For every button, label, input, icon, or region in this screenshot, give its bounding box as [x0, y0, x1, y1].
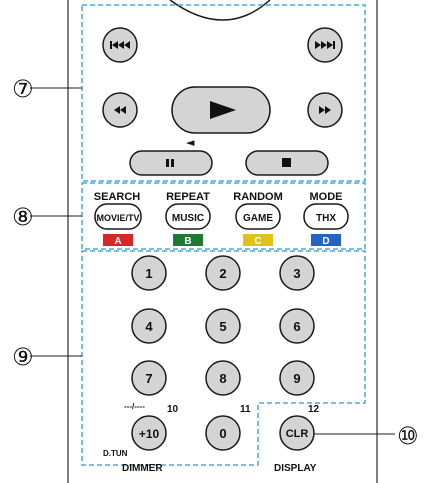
- prev-button[interactable]: [102, 27, 138, 63]
- key-10-number-label: 10: [167, 404, 179, 415]
- group-box-7: [81, 4, 366, 182]
- color-label-b: B: [184, 236, 191, 247]
- key-8-label: 8: [219, 371, 226, 386]
- key-12-number-label: 12: [308, 404, 320, 415]
- color-button-a[interactable]: A: [103, 234, 133, 247]
- color-label-d: D: [322, 236, 329, 247]
- stop-icon: [282, 158, 291, 167]
- game-button[interactable]: GAME: [235, 203, 281, 230]
- callout-7: ⑦: [12, 75, 34, 103]
- color-swatch-d: [311, 234, 341, 246]
- music-button[interactable]: MUSIC: [165, 203, 211, 230]
- key-3-label: 3: [293, 266, 300, 281]
- key-plus10-label: +10: [139, 427, 160, 441]
- key-7-label: 7: [145, 371, 152, 386]
- next-button[interactable]: [307, 27, 343, 63]
- key-11-number-label: 11: [240, 404, 251, 415]
- key-1[interactable]: 1: [131, 255, 167, 291]
- random-label: RANDOM: [233, 191, 283, 203]
- skip-previous-icon: [110, 41, 130, 49]
- movie-tv-button[interactable]: MOVIE/TV: [94, 203, 142, 230]
- key-5[interactable]: 5: [205, 308, 241, 344]
- key-0-label: 0: [219, 426, 226, 441]
- fast-forward-button[interactable]: [307, 92, 343, 128]
- stop-button[interactable]: [245, 150, 329, 176]
- color-label-c: C: [254, 236, 261, 247]
- fast-forward-icon: [319, 106, 331, 114]
- color-button-b[interactable]: B: [173, 234, 203, 247]
- key-10-top-label: ---/----: [124, 402, 145, 411]
- thx-button[interactable]: THX: [303, 203, 349, 230]
- color-swatch-c: [243, 234, 273, 246]
- key-2[interactable]: 2: [205, 255, 241, 291]
- key-2-label: 2: [219, 266, 226, 281]
- play-button[interactable]: [171, 86, 271, 134]
- game-button-label: GAME: [243, 213, 273, 224]
- key-clr-label: CLR: [286, 428, 309, 440]
- mode-label: MODE: [310, 191, 343, 203]
- repeat-label: REPEAT: [166, 191, 210, 203]
- key-plus10[interactable]: +10: [131, 415, 167, 451]
- key-5-label: 5: [219, 319, 226, 334]
- callout-10: ⑩: [397, 422, 419, 450]
- callout-9: ⑨: [12, 343, 34, 371]
- key-8[interactable]: 8: [205, 360, 241, 396]
- key-9[interactable]: 9: [279, 360, 315, 396]
- music-button-label: MUSIC: [172, 213, 204, 224]
- key-clr[interactable]: CLR: [279, 415, 315, 451]
- key-6[interactable]: 6: [279, 308, 315, 344]
- rewind-icon: [114, 106, 126, 114]
- callout-8: ⑧: [12, 203, 34, 231]
- nav-ring-arc: [169, 0, 271, 21]
- color-swatch-b: [173, 234, 203, 246]
- key-4-label: 4: [145, 319, 153, 334]
- thx-button-label: THX: [316, 213, 336, 224]
- color-button-c[interactable]: C: [243, 234, 273, 247]
- pause-marker: ◄: [186, 136, 195, 149]
- dimmer-label: DIMMER: [122, 463, 163, 474]
- pause-icon: [166, 159, 174, 167]
- key-6-label: 6: [293, 319, 300, 334]
- skip-next-icon: [315, 41, 335, 49]
- key-0[interactable]: 0: [205, 415, 241, 451]
- pause-button[interactable]: [129, 150, 213, 176]
- color-swatch-a: [103, 234, 133, 246]
- search-label: SEARCH: [94, 191, 141, 203]
- play-icon: [210, 101, 236, 119]
- color-button-d[interactable]: D: [311, 234, 341, 247]
- key-3[interactable]: 3: [279, 255, 315, 291]
- key-1-label: 1: [145, 266, 152, 281]
- movie-tv-button-label: MOVIE/TV: [96, 213, 139, 223]
- key-7[interactable]: 7: [131, 360, 167, 396]
- display-label: DISPLAY: [274, 463, 317, 474]
- key-9-label: 9: [293, 371, 300, 386]
- key-4[interactable]: 4: [131, 308, 167, 344]
- group-box-9: [81, 250, 366, 466]
- rewind-button[interactable]: [102, 92, 138, 128]
- color-label-a: A: [114, 236, 121, 247]
- dtun-label: D.TUN: [103, 449, 128, 458]
